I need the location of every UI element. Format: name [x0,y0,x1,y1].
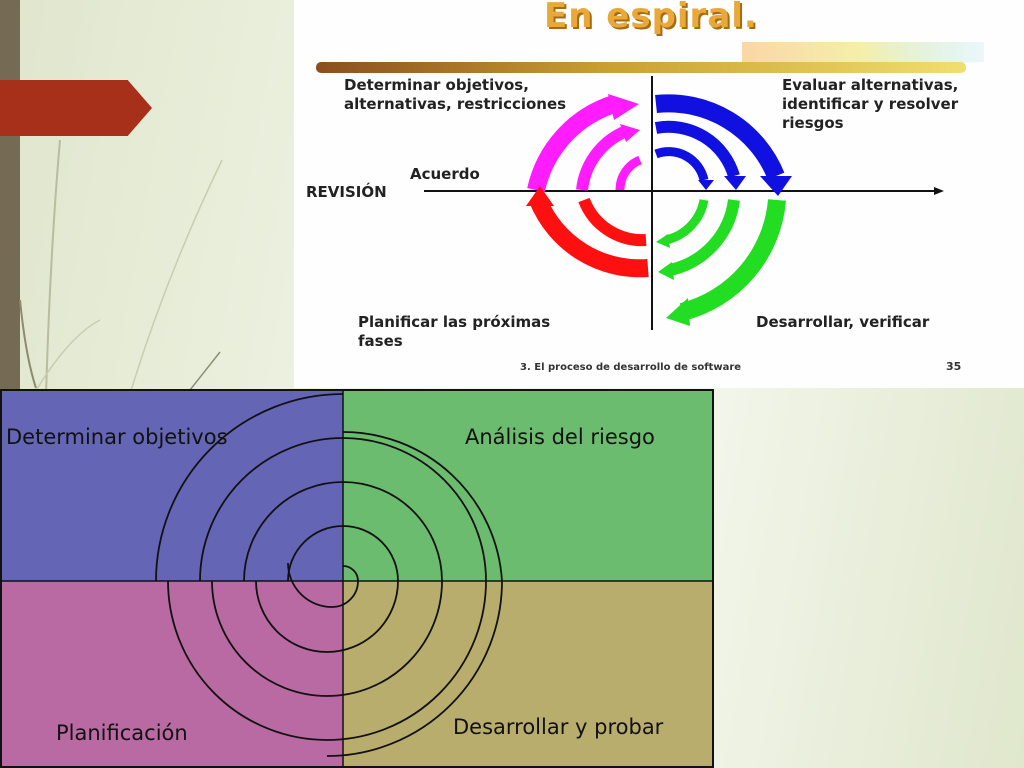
spiral-model-image: En espiral. Determinar objetivos, altern… [294,0,1024,388]
title-bar [316,62,966,73]
outer-magenta-arc [527,95,617,193]
label-determine-line1: Determinar objetivos, [344,76,529,94]
outer-green-arc [679,199,786,321]
inner-green-arrowhead-icon [656,234,670,248]
quadrant-top-left [1,390,343,581]
middle-green-arc [668,199,740,276]
spiral-model-graphics [316,42,984,330]
middle-green-arrowhead-icon [658,262,674,280]
label-evaluate-line1: Evaluar alternativas, [782,76,959,94]
image-footer-caption: 3. El proceso de desarrollo de software [520,362,742,373]
label-evaluate-line2: identificar y resolver [782,95,959,113]
label-planning: Planificación [56,721,188,745]
outer-green-arrowhead-icon [666,298,690,326]
inner-magenta-arc [615,155,642,191]
label-determine-line2: alternativas, restricciones [344,95,567,113]
quadrant-spiral-diagram: Determinar objetivos Análisis del riesgo… [0,389,714,768]
label-plan-line2: fases [358,332,403,350]
diagram-title: En espiral. [544,0,758,36]
quadrant-top-right [343,390,713,581]
axis-arrow-icon [934,187,944,195]
spiral-line [155,393,503,757]
outer-magenta-arrowhead-icon [608,94,639,120]
inner-green-arc [664,199,709,245]
label-determine-objectives: Determinar objetivos [6,425,228,449]
label-risk-analysis: Análisis del riesgo [465,425,655,449]
middle-blue-arc [654,120,740,178]
label-revision: REVISIÓN [306,183,387,201]
outer-blue-arc [655,94,785,180]
spiral-arrows [526,94,792,326]
label-evaluate-line3: riesgos [782,114,844,132]
middle-magenta-arrowhead-icon [620,124,640,142]
pentagon-accent-shape [0,80,152,136]
middle-blue-arrowhead-icon [724,176,746,190]
middle-red-arc [578,197,647,247]
image-page-number: 35 [946,360,962,373]
outer-red-arc [529,196,649,278]
middle-magenta-arc [576,126,627,191]
label-develop-verify: Desarrollar, verificar [756,313,930,331]
inner-blue-arrowhead-icon [698,180,714,190]
quadrant-bottom-right [343,581,713,767]
quadrant-border [0,389,714,768]
quadrant-bottom-left [1,581,343,767]
outer-blue-arrowhead-icon [760,176,792,196]
label-plan-line1: Planificar las próximas [358,313,551,331]
inner-blue-arc [654,147,709,182]
label-agreement: Acuerdo [410,165,480,183]
label-develop-and-test: Desarrollar y probar [453,715,664,739]
outer-red-arrowhead-icon [526,186,554,206]
quadrant-graphics [0,389,714,768]
